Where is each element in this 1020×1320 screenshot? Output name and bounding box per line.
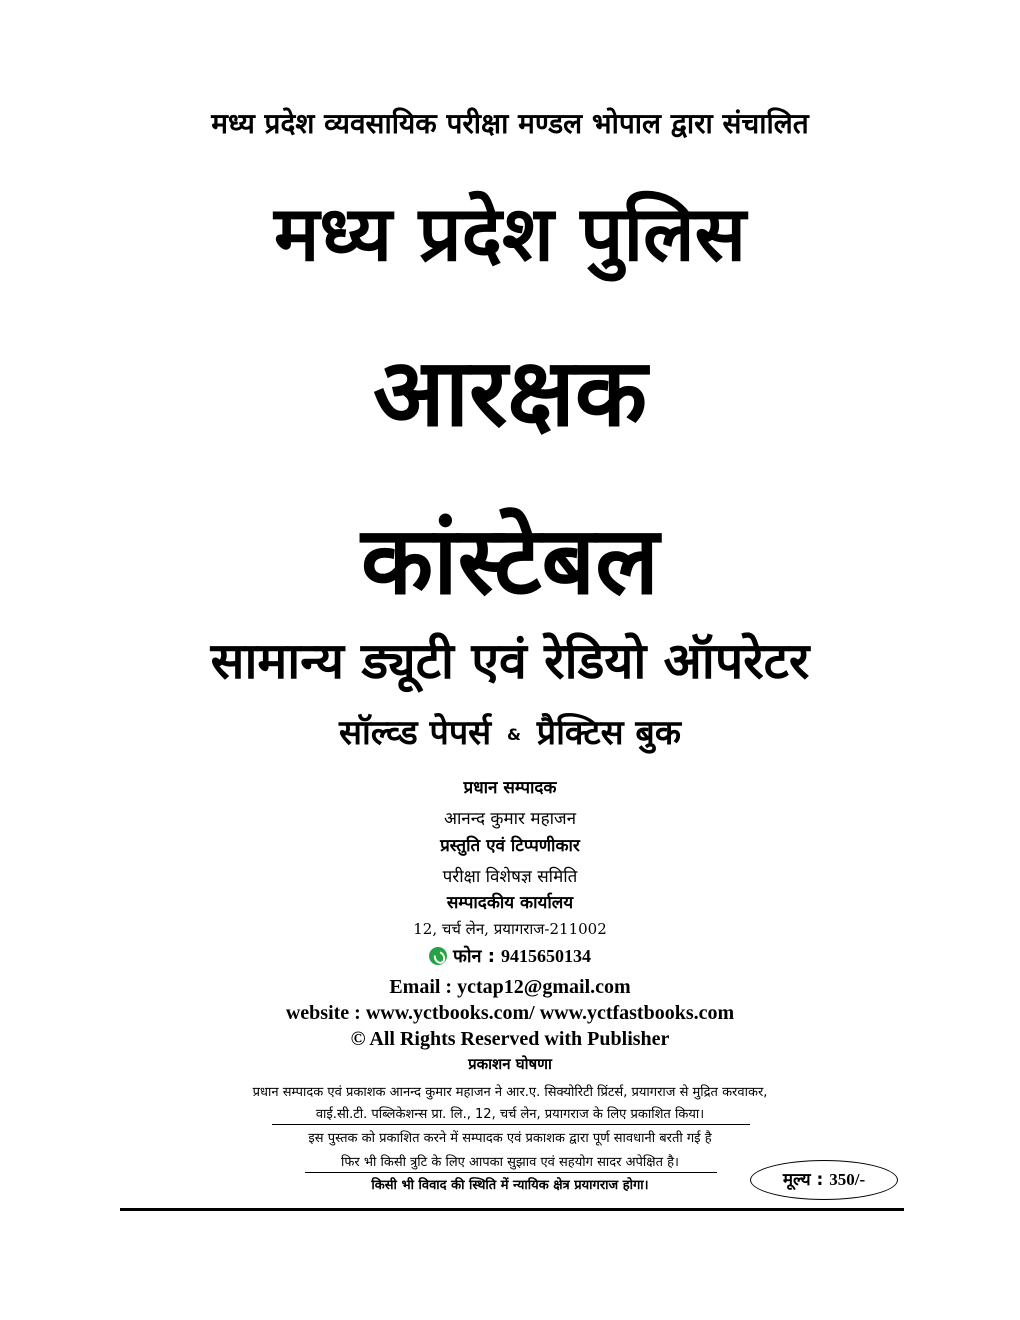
presenter-name: परीक्षा विशेषज्ञ समिति [442,867,578,887]
price-badge: मूल्य : 350/- [750,1160,898,1200]
tagline: सॉल्व्ड पेपर्स & प्रैक्टिस बुक [0,708,1020,754]
phone-number: 9415650134 [501,946,591,966]
jurisdiction-line: किसी भी विवाद की स्थिति में न्यायिक क्षे… [371,1178,649,1193]
conducting-body-line: मध्य प्रदेश व्यवसायिक परीक्षा मण्डल भोपा… [211,107,809,140]
chief-editor-label: प्रधान सम्पादक [463,778,557,798]
title-line-1: मध्य प्रदेश पुलिस [273,189,747,278]
price-amount: 350/- [829,1170,866,1189]
publication-announcement-label: प्रकाशन घोषणा [468,1055,552,1073]
whatsapp-icon [429,947,447,965]
publication-line-2: वाई.सी.टी. पब्लिकेशन्स प्रा. लि., 12, चर… [315,1107,705,1122]
presenter-label: प्रस्तुति एवं टिप्पणीकार [440,836,580,856]
editorial-office-address: 12, चर्च लेन, प्रयागराज-211002 [413,920,607,938]
subtitle: सामान्य ड्यूटी एवं रेडियो ऑपरेटर [210,632,810,690]
price-label: मूल्य : [782,1170,824,1190]
tagline-part-2: प्रैक्टिस बुक [536,713,681,753]
publication-line-4-underline [305,1172,717,1173]
website-line: website : www.yctbooks.com/ www.yctfastb… [285,1002,735,1024]
title-line-2: आरक्षक [372,339,648,448]
publication-line-4: फिर भी किसी त्रुटि के लिए आपका सुझाव एवं… [341,1155,679,1170]
bottom-divider [120,1208,904,1211]
phone-label: फोन : [453,946,495,967]
publication-line-3: इस पुस्तक को प्रकाशित करने में सम्पादक ए… [308,1131,712,1146]
title-line-3: कांस्टेबल [361,507,659,616]
rights-line: © All Rights Reserved with Publisher [350,1028,670,1050]
email-line: Email : yctap12@gmail.com [389,976,631,998]
editorial-office-label: सम्पादकीय कार्यालय [446,893,574,913]
tagline-ampersand: & [506,725,521,744]
chief-editor-name: आनन्द कुमार महाजन [443,809,577,829]
tagline-part-1: सॉल्व्ड पेपर्स [339,713,492,753]
publication-line-1: प्रधान सम्पादक एवं प्रकाशक आनन्द कुमार म… [252,1085,768,1100]
phone-line: फोन : 9415650134 [0,944,1020,968]
publication-line-2-underline [272,1124,750,1125]
